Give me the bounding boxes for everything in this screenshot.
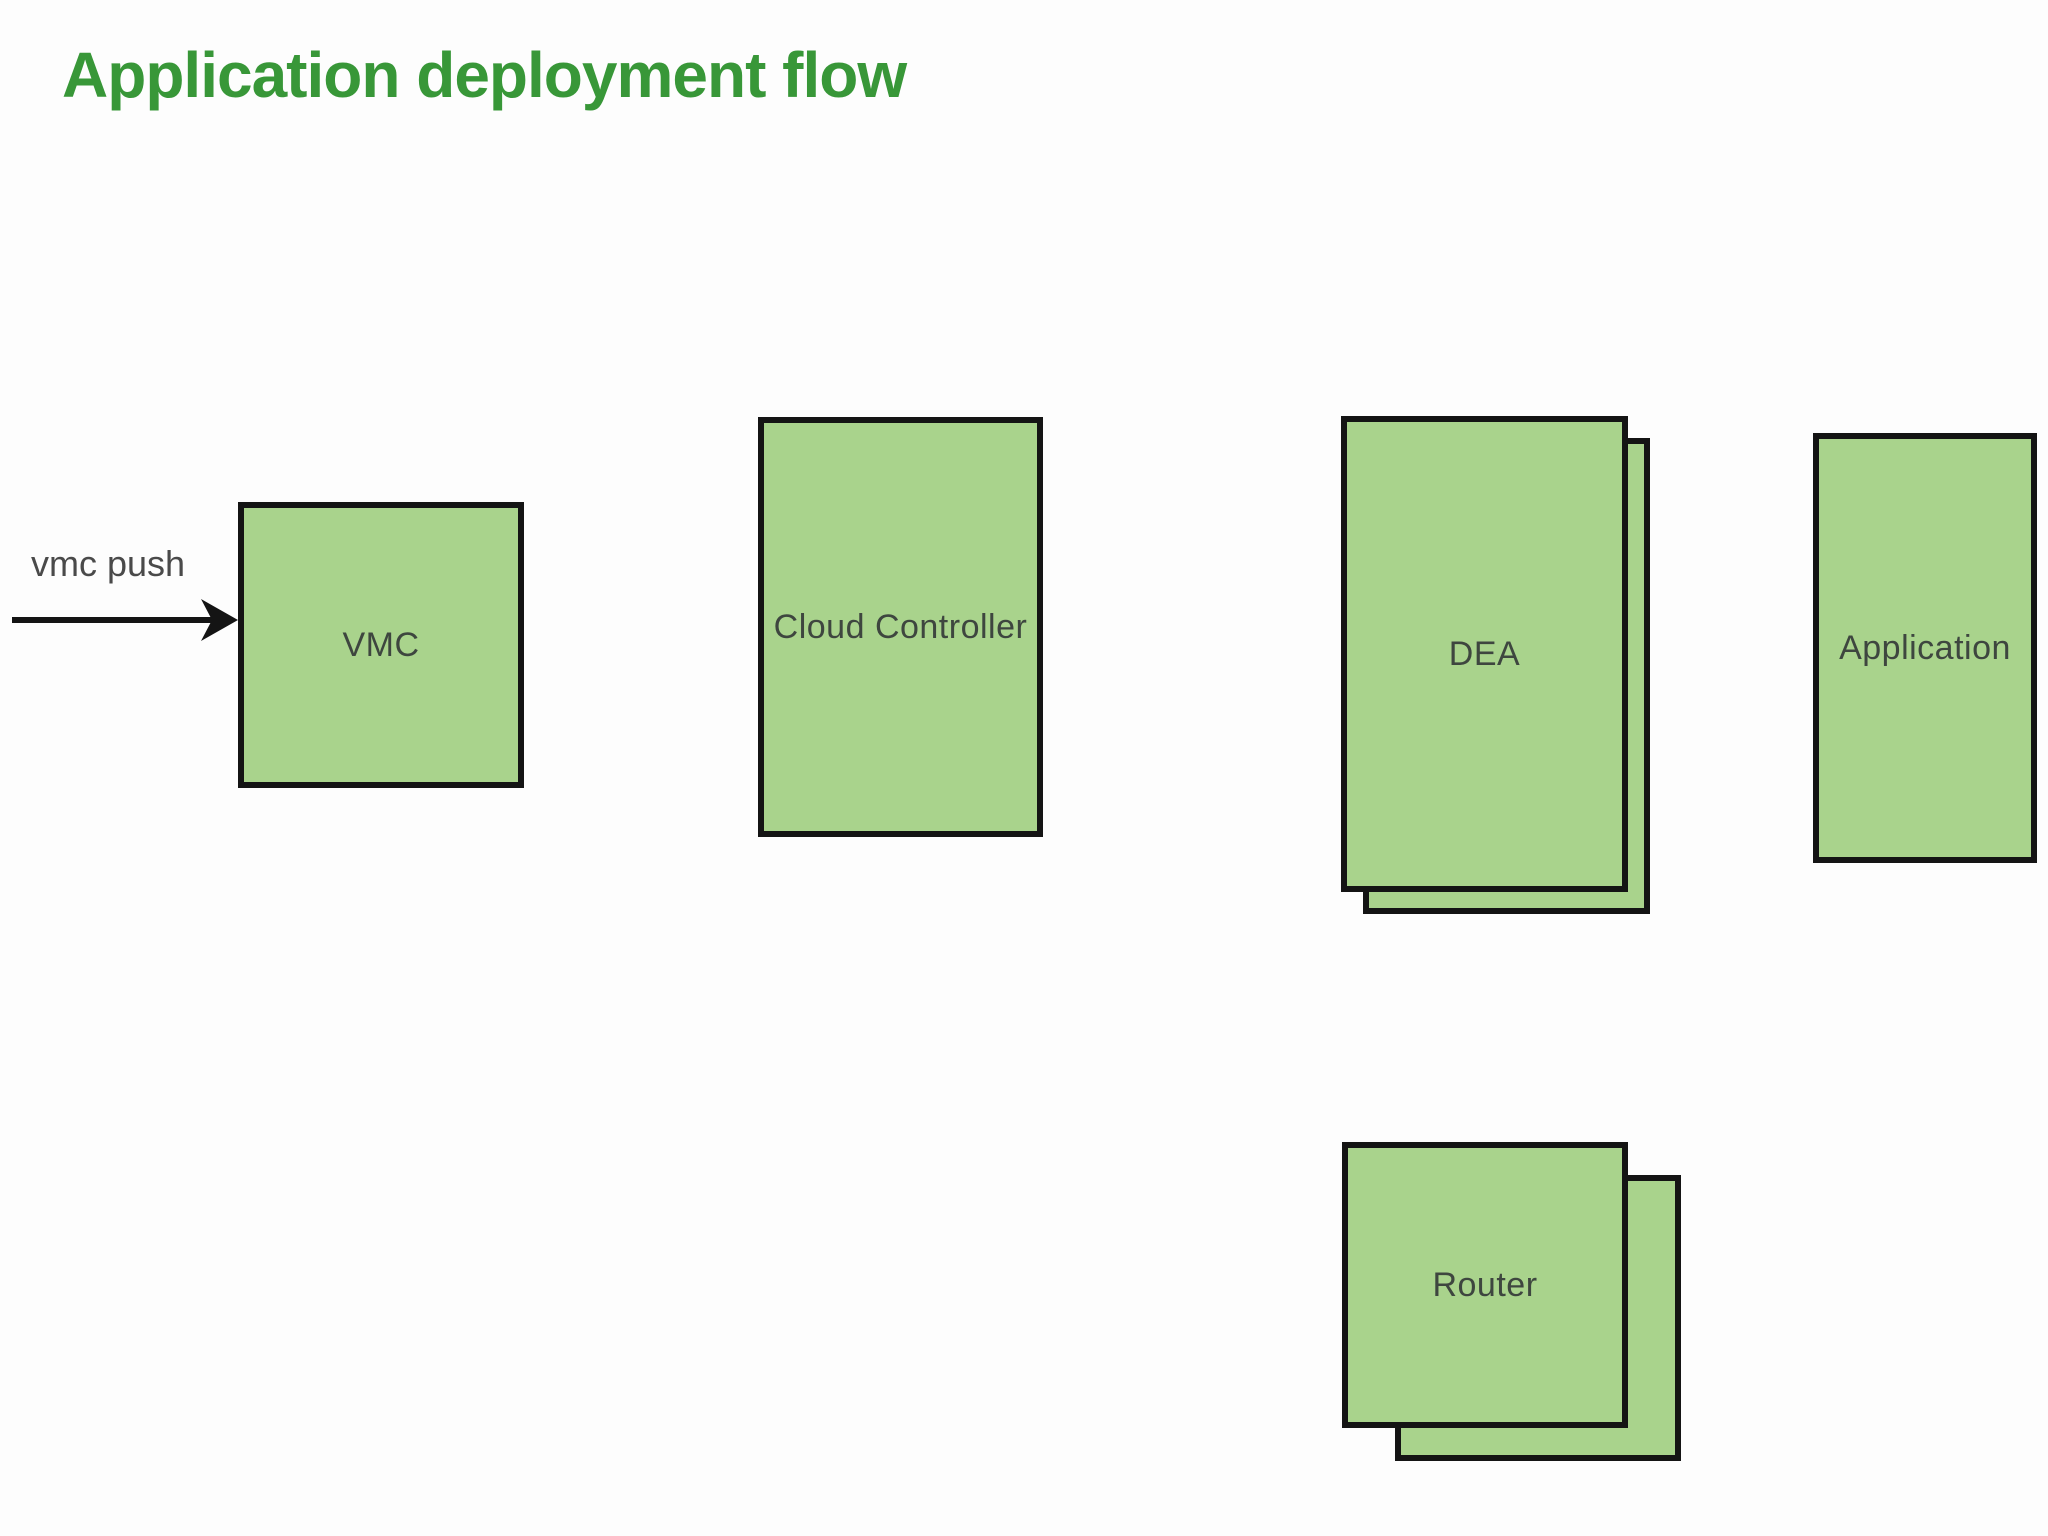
node-application-label: Application [1839,628,2011,667]
arrow-label: vmc push [31,543,186,584]
node-cloud-controller-label: Cloud Controller [773,607,1028,646]
node-dea-label: DEA [1448,634,1521,673]
page-title: Application deployment flow [62,39,907,111]
node-cloud-controller: Cloud Controller [758,417,1043,837]
node-router-label: Router [1432,1265,1538,1304]
node-vmc-label: VMC [342,625,420,664]
node-application: Application [1813,433,2037,863]
node-vmc: VMC [238,502,524,788]
arrow-head [201,599,238,641]
node-router: Router [1342,1142,1628,1428]
node-dea: DEA [1341,416,1628,892]
